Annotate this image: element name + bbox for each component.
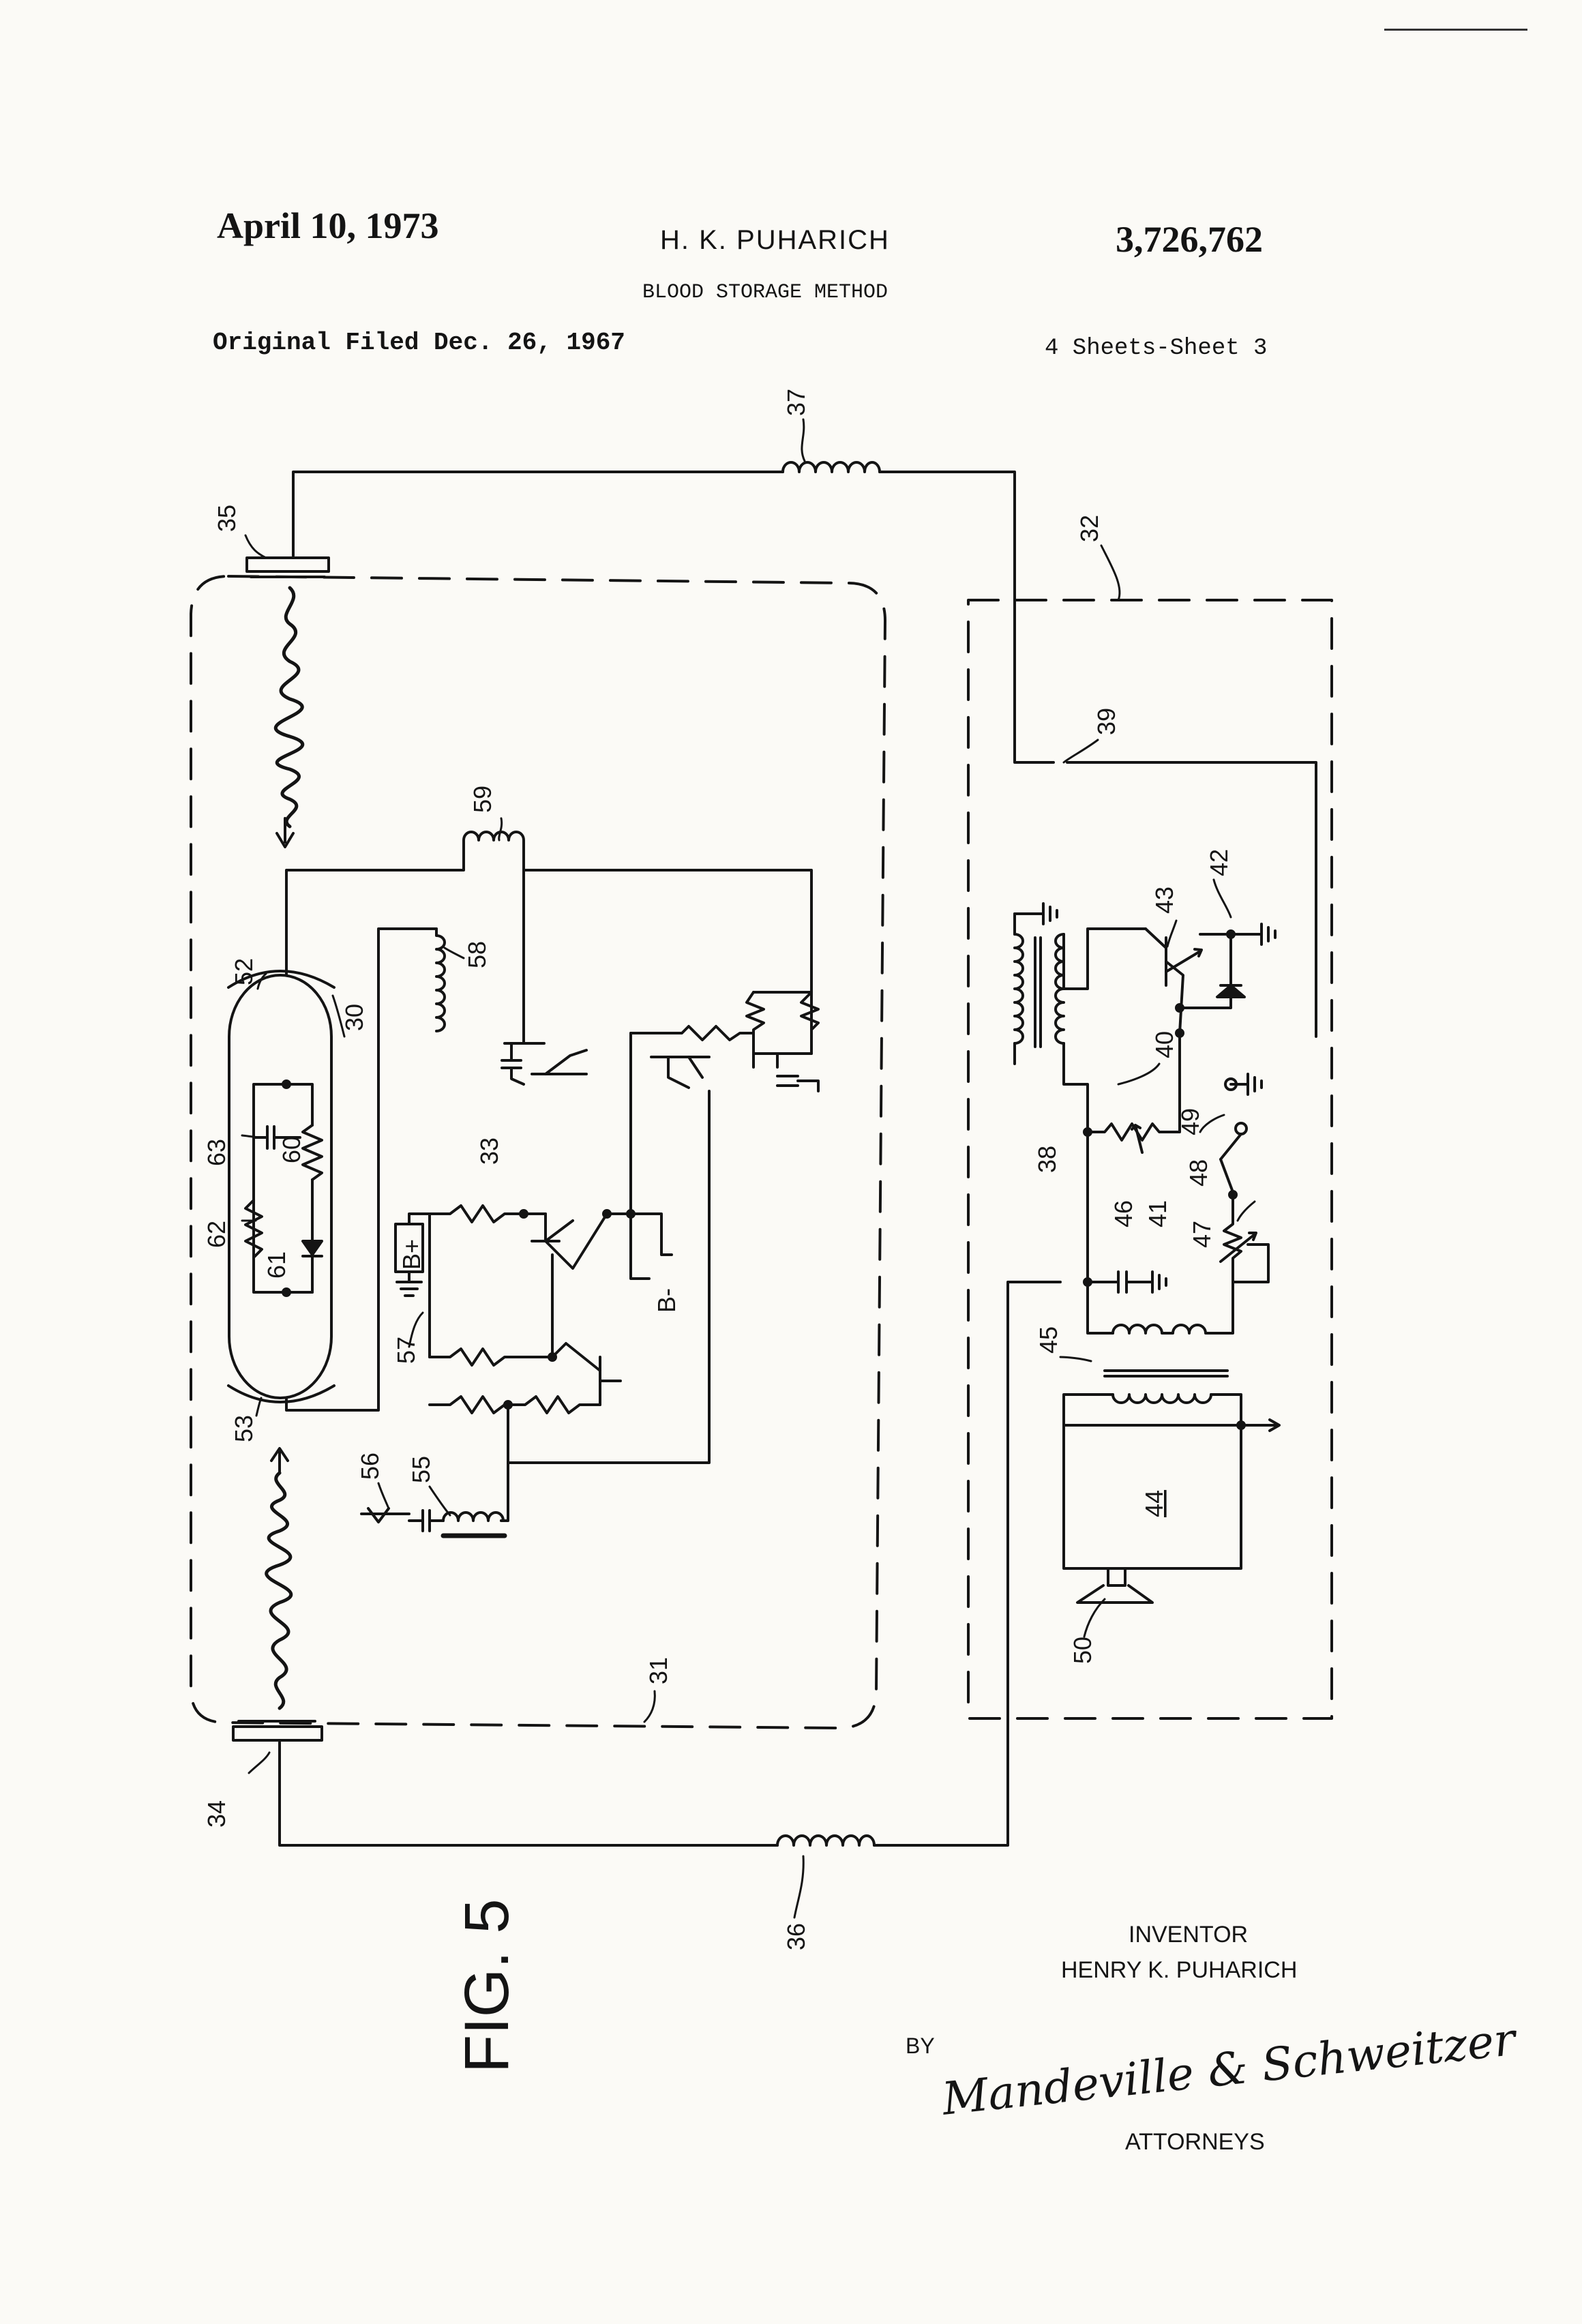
inventor-heading: INVENTOR: [1129, 1922, 1248, 1948]
ref-57: 57: [392, 1337, 420, 1364]
arrow-down-top: [277, 818, 293, 847]
inductor-37: [783, 462, 880, 472]
ref-41: 41: [1144, 1200, 1171, 1227]
ref-34: 34: [203, 1800, 230, 1828]
ref-49: 49: [1176, 1108, 1204, 1135]
ref-31: 31: [644, 1657, 672, 1684]
ref-60: 60: [278, 1136, 305, 1163]
plate-53: [228, 1386, 334, 1402]
ref-48: 48: [1184, 1159, 1212, 1187]
ref-39: 39: [1092, 708, 1120, 735]
container-30: [229, 975, 331, 1398]
ref-30: 30: [340, 1004, 368, 1031]
ref-36: 36: [782, 1923, 810, 1950]
wire-top: [293, 472, 1316, 1037]
ref-47: 47: [1188, 1221, 1216, 1248]
ref-32: 32: [1075, 515, 1103, 542]
ref-55: 55: [407, 1456, 435, 1483]
enclosure-32: [968, 600, 1332, 1718]
ref-43: 43: [1150, 887, 1178, 914]
reference-numerals: 37 35 32 39 59 43 42 58 52 30 40 49 63 6…: [203, 389, 1233, 1950]
bminus-label: B-: [653, 1288, 681, 1313]
bplus-label: B+: [398, 1239, 426, 1270]
ref-35: 35: [213, 505, 241, 532]
ref-33: 33: [475, 1137, 503, 1165]
ref-45: 45: [1034, 1326, 1062, 1354]
ref-42: 42: [1205, 849, 1233, 876]
ref-44: 44: [1140, 1490, 1168, 1517]
by-label: BY: [906, 2034, 935, 2059]
inventor-full-name: HENRY K. PUHARICH: [1061, 1957, 1297, 1984]
ref-63: 63: [203, 1139, 230, 1166]
lead-52: [286, 852, 464, 975]
arrow-up-bottom: [271, 1448, 288, 1473]
ref-61: 61: [263, 1251, 290, 1279]
coil-59: [464, 832, 524, 870]
leader-lines: [242, 419, 1255, 1918]
wire-bottom: [280, 1282, 1060, 1845]
ref-38: 38: [1033, 1146, 1061, 1173]
electrode-35: [247, 558, 329, 577]
ref-46: 46: [1109, 1200, 1137, 1227]
oscillator-circuit-33: [395, 870, 818, 1463]
ref-40: 40: [1150, 1031, 1178, 1058]
coil-58: [436, 929, 445, 1031]
wave-burst-bottom: [267, 1473, 291, 1708]
figure-label: FIG. 5: [452, 1898, 522, 2073]
ref-53: 53: [230, 1415, 258, 1442]
ref-52: 52: [230, 958, 258, 985]
ref-59: 59: [468, 786, 496, 813]
ref-37: 37: [782, 389, 810, 416]
ref-50: 50: [1069, 1637, 1096, 1664]
ref-56: 56: [356, 1452, 384, 1480]
ref-62: 62: [203, 1221, 230, 1248]
ref-58: 58: [463, 941, 491, 968]
wave-burst-top: [275, 588, 303, 826]
inductor-36: [777, 1836, 874, 1845]
attorneys-label: ATTORNEYS: [1125, 2129, 1265, 2156]
